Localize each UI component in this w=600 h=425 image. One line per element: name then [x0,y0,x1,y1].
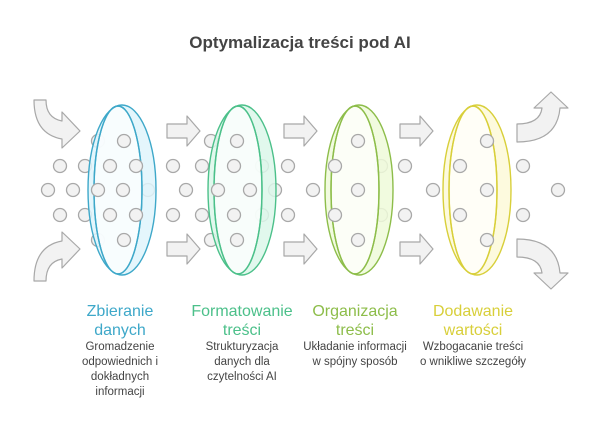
stage-2-desc-line: danych dla [214,356,270,368]
ring-inner-edge [330,105,380,275]
dot [65,182,81,198]
stage-3-title-line1: Organizacja [312,303,398,320]
dot [116,133,132,149]
dot [165,158,181,174]
stage-1-desc-line: dokładnych [90,371,150,383]
dot [242,182,258,198]
dot [479,232,495,248]
stage-2-desc-line: Strukturyzacja [205,341,279,353]
stage-3-desc-line: w spójny sposób [312,356,398,368]
dot [229,133,245,149]
dot [229,232,245,248]
stage-1-title: Zbieranie danych [60,302,180,340]
dot [280,158,296,174]
dot [280,207,296,223]
dot [350,133,366,149]
dot [397,207,413,223]
dot [452,158,468,174]
dot [52,158,68,174]
stage-1-desc-line: informacji [95,386,145,398]
dot [305,182,321,198]
ring-hole [215,107,261,273]
stage-2-title-line1: Formatowanie [191,303,293,320]
dot [194,207,210,223]
dot [515,207,531,223]
ring-stage-2 [207,104,277,276]
dot [479,182,495,198]
dot [178,182,194,198]
rings-group [87,104,512,276]
stage-4-desc-line: Wzbogacanie treści [422,341,524,353]
arrow-right-icon [399,233,434,265]
dot [102,158,118,174]
stage-4-title-line2: wartości [443,322,503,339]
dot [90,182,106,198]
arrows-group [33,91,569,290]
dot [226,158,242,174]
arrow-right-icon [166,233,201,265]
dot [550,182,566,198]
stage-1-description: Gromadzenie odpowiednich i dokładnych in… [60,340,180,400]
curved-arrow-in-bottom-icon [33,231,81,282]
curved-arrow-out-top-icon [516,91,569,143]
stage-2-title-line2: treści [222,322,262,339]
stage-1-title-line2: danych [94,322,146,339]
dot [327,207,343,223]
dot [128,158,144,174]
dot [350,182,366,198]
dot [115,182,131,198]
dot [397,158,413,174]
dot [515,158,531,174]
ring-hole [450,107,496,273]
dot [226,207,242,223]
dot [452,207,468,223]
stage-4-desc-line: o wnikliwe szczegóły [419,356,527,368]
curved-arrow-in-top-icon [33,99,81,149]
diagram-title: Optymalizacja treści pod AI [189,33,411,52]
stage-3-title: Organizacja treści [295,302,415,340]
dot [350,232,366,248]
dot [165,207,181,223]
dot [327,158,343,174]
stage-3-description: Układanie informacji w spójny sposób [295,340,415,370]
stage-4-description: Wzbogacanie treści o wnikliwe szczegóły [413,340,533,370]
arrow-right-icon [166,115,201,147]
ring-inner-edge [448,105,498,275]
arrow-right-icon [283,115,318,147]
dot [210,182,226,198]
stage-1-title-line1: Zbieranie [86,303,154,320]
dot [128,207,144,223]
dot [116,232,132,248]
stage-1-desc-line: odpowiednich i [81,356,159,368]
dot [194,158,210,174]
stage-4-title-line1: Dodawanie [432,303,514,320]
stage-4-title: Dodawanie wartości [413,302,533,340]
stage-1-desc-line: Gromadzenie [85,341,155,353]
dots-front [90,133,495,248]
arrow-right-icon [283,233,318,265]
dot [102,207,118,223]
dot [425,182,441,198]
stage-2-description: Strukturyzacja danych dla czytelności AI [182,340,302,385]
stage-2-title: Formatowanie treści [182,302,302,340]
stage-2-desc-line: czytelności AI [207,371,277,383]
stage-3-desc-line: Układanie informacji [303,341,407,353]
curved-arrow-out-bottom-icon [516,238,569,290]
dot [40,182,56,198]
arrow-right-icon [399,115,434,147]
stage-3-title-line2: treści [335,322,375,339]
ring-stage-4 [442,104,512,276]
dot [52,207,68,223]
dot [479,133,495,149]
